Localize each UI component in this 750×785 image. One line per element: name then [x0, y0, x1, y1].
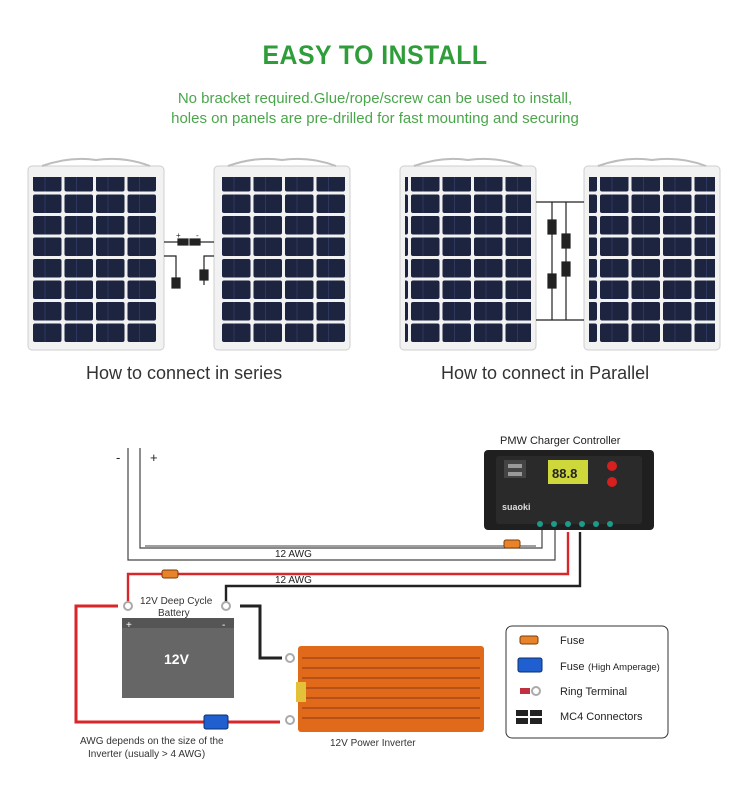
battery-wires [126, 532, 582, 602]
charge-controller: 88.8 suaoki [484, 450, 654, 530]
legend-fuse-swatch [519, 635, 539, 645]
controller-brand: suaoki [502, 502, 531, 512]
caption-series: How to connect in series [86, 363, 283, 383]
inverter-wires [74, 604, 282, 724]
parallel-connection [536, 201, 584, 321]
battery-fuse [161, 569, 179, 579]
legend: Fuse Fuse (High Amperage) Ring Terminal … [505, 625, 669, 739]
svg-text:+: + [126, 620, 132, 631]
awg-note-2: Inverter (usually > 4 AWG) [88, 749, 205, 760]
battery-voltage: 12V [164, 651, 190, 667]
battery: + - 12V [122, 618, 234, 698]
legend-high-fuse-text: Fuse [560, 661, 584, 673]
legend-ring-text: Ring Terminal [560, 686, 627, 698]
battery-label-2: Battery [158, 608, 190, 619]
awg-mid-label: 12 AWG [275, 575, 312, 586]
awg-top-label: 12 AWG [275, 549, 312, 560]
legend-fuse-text: Fuse [560, 635, 584, 647]
controller-fuse [503, 539, 521, 549]
minus-label: - [116, 450, 120, 465]
battery-label-1: 12V Deep Cycle [140, 596, 213, 607]
svg-text:+: + [176, 231, 181, 240]
page-title: EASY TO INSTALL [262, 40, 488, 70]
inverter-label: 12V Power Inverter [330, 738, 416, 749]
legend-high-fuse-swatch [517, 657, 543, 673]
series-connection: + - [164, 231, 214, 289]
solar-panel-2 [213, 157, 351, 351]
svg-text:-: - [222, 620, 225, 631]
solar-input-wires [127, 448, 556, 561]
svg-text:-: - [196, 231, 199, 240]
subtitle-line-1: No bracket required.Glue/rope/screw can … [177, 90, 573, 107]
lcd-reading: 88.8 [552, 466, 577, 481]
solar-panels-illustration: + - [27, 157, 721, 351]
solar-panel-1 [27, 157, 165, 351]
wiring-diagram: - + 12 AWG 12 AWG PMW Charger Controller… [74, 435, 669, 760]
plus-label: + [150, 450, 158, 465]
power-inverter [296, 646, 484, 732]
controller-title: PMW Charger Controller [500, 435, 621, 447]
solar-panel-4 [583, 157, 721, 351]
legend-mc4-text: MC4 Connectors [560, 711, 643, 723]
awg-note-1: AWG depends on the size of the [80, 736, 224, 747]
solar-panel-3 [399, 157, 537, 351]
legend-high-fuse-sub: (High Amperage) [588, 662, 660, 673]
legend-mc4-swatch [516, 710, 542, 724]
caption-parallel: How to connect in Parallel [441, 363, 650, 383]
legend-ring-swatch [520, 686, 541, 696]
high-amp-fuse [203, 714, 229, 730]
subtitle-line-2: holes on panels are pre-drilled for fast… [171, 110, 579, 127]
